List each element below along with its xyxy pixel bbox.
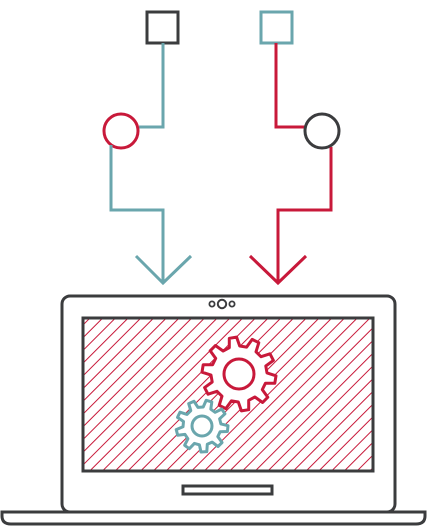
right-connector-top (274, 43, 305, 129)
left-square-icon (145, 10, 180, 45)
laptop-base (0, 510, 427, 526)
laptop-trackpad-slot (181, 484, 274, 496)
left-connector-top (139, 43, 165, 129)
gear-large-icon (200, 335, 278, 413)
gear-hole (222, 357, 256, 391)
right-square-icon (259, 10, 294, 45)
right-connector-bottom (276, 147, 333, 283)
left-circle-icon (102, 112, 140, 150)
right-circle-icon (303, 112, 341, 150)
left-arrow-head-icon (134, 254, 193, 286)
gear-hole (190, 414, 214, 438)
left-connector-bottom (109, 145, 165, 283)
webcam (208, 298, 236, 310)
right-flow (248, 10, 341, 286)
right-arrow-head-icon (248, 254, 308, 286)
left-flow (102, 10, 193, 286)
gear-small-icon (174, 398, 230, 454)
